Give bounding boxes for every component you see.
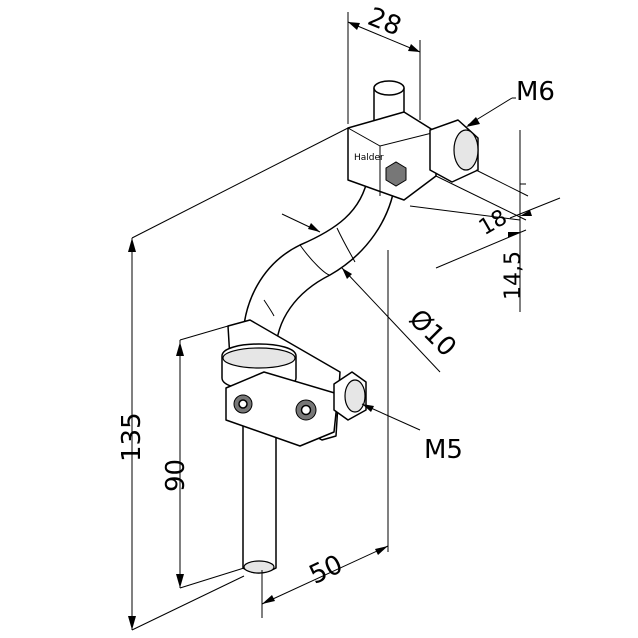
- dim-label-50: 50: [305, 549, 348, 590]
- top-clamp-block: Halder: [347, 80, 479, 201]
- dim-thread-bottom: M5: [361, 403, 463, 465]
- dim-overall-height: 135: [117, 127, 349, 631]
- dim-lower-height: 90: [161, 325, 245, 589]
- dim-label-diameter: Ø10: [403, 304, 462, 363]
- dim-label-m6: M6: [516, 77, 555, 107]
- dim-label-28: 28: [364, 2, 406, 42]
- dim-label-m5: M5: [424, 435, 463, 465]
- dim-label-14-5: 14,5: [501, 251, 526, 300]
- dim-thread-top: M6: [466, 77, 555, 127]
- lower-clamp: [221, 319, 367, 447]
- dim-label-135: 135: [117, 412, 147, 462]
- brand-mark: Halder: [354, 153, 384, 163]
- dim-label-90: 90: [161, 459, 191, 492]
